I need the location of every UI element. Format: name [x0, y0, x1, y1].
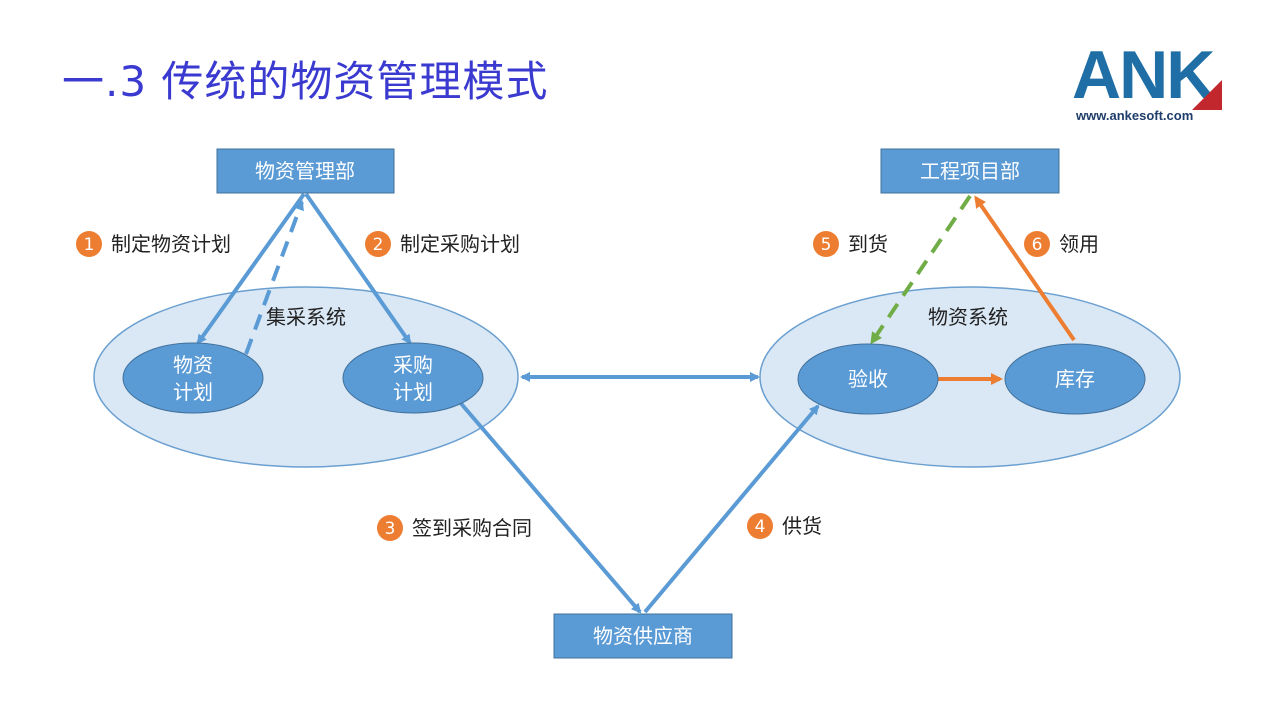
logo-url: www.ankesoft.com	[1076, 108, 1194, 123]
ank-logo: ANK www.ankesoft.com	[1072, 40, 1242, 130]
node-label-plan-line2: 计划	[173, 380, 213, 404]
step-badge-2	[365, 231, 391, 257]
step-badge-2-number: 2	[373, 235, 384, 255]
arrow-dept-to-plan	[196, 192, 306, 345]
page-title: 一.3 传统的物资管理模式	[62, 57, 549, 106]
system-label-right: 物资系统	[928, 305, 1008, 329]
arrow-dept-to-purchase	[304, 192, 412, 345]
system-label-left: 集采系统	[266, 305, 346, 329]
node-ellipse-stock	[1004, 343, 1146, 415]
step-badge-5-number: 5	[821, 235, 832, 255]
node-label-purchase-line2: 计划	[393, 380, 433, 404]
node-box-project	[880, 148, 1060, 194]
node-box-supplier	[553, 613, 733, 659]
step-badge-4	[747, 513, 773, 539]
step-badge-3-number: 3	[385, 519, 396, 539]
node-label-accept: 验收	[848, 367, 888, 391]
step-badge-6-number: 6	[1032, 235, 1043, 255]
node-label-purchase-line1: 采购	[393, 353, 433, 377]
system-ellipse-left	[93, 286, 519, 468]
arrow-stock-to-project	[974, 195, 1076, 342]
node-label-dept: 物资管理部	[255, 159, 355, 183]
step-label-4: 供货	[782, 514, 822, 538]
node-label-project: 工程项目部	[920, 159, 1020, 183]
logo-brand: ANK	[1072, 37, 1215, 113]
arrow-plan-to-dept-dashed	[244, 200, 304, 355]
node-box-dept	[216, 148, 395, 194]
arrow-purchase-to-supplier	[456, 398, 642, 614]
step-label-5: 到货	[848, 232, 888, 256]
step-badge-1	[76, 231, 102, 257]
step-label-2: 制定采购计划	[400, 232, 520, 256]
step-badge-1-number: 1	[84, 235, 95, 255]
step-label-6: 领用	[1059, 232, 1099, 256]
node-ellipse-purchase	[342, 342, 484, 414]
node-label-supplier: 物资供应商	[593, 624, 693, 648]
node-ellipse-plan	[122, 342, 264, 414]
arrow-project-to-accept-dashed	[870, 194, 972, 345]
step-badge-5	[813, 231, 839, 257]
node-label-plan-line1: 物资	[173, 353, 213, 377]
node-label-stock: 库存	[1055, 367, 1095, 391]
step-label-3: 签到采购合同	[412, 516, 532, 540]
step-label-1: 制定物资计划	[111, 232, 231, 256]
logo-accent-shape	[1192, 80, 1222, 110]
node-ellipse-accept	[797, 343, 939, 415]
step-badge-3	[377, 515, 403, 541]
step-badge-6	[1024, 231, 1050, 257]
arrow-supplier-to-accept	[643, 404, 820, 614]
step-badge-4-number: 4	[755, 517, 766, 537]
